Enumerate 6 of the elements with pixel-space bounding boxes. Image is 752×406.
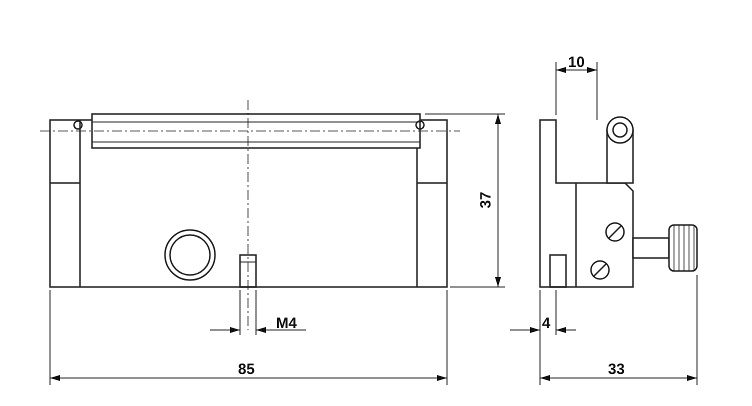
dimension-label: 85 [238, 362, 255, 378]
dimension-label: 4 [542, 316, 550, 332]
dimension-label: 37 [478, 192, 494, 208]
dimension-label: M4 [276, 316, 297, 332]
dimension-label: 10 [568, 55, 585, 71]
dimension-label: 33 [608, 362, 625, 378]
